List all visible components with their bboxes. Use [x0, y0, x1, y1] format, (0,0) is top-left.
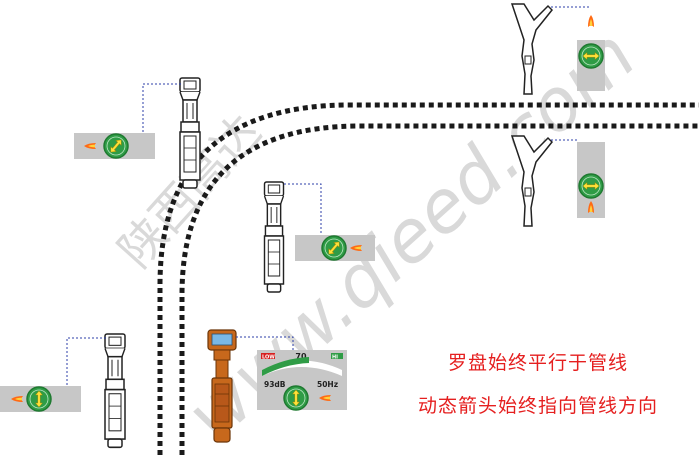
- locator-position-5: [511, 135, 605, 227]
- leader-line: [142, 83, 181, 133]
- locator-outline-icon: [104, 333, 126, 449]
- locator-active-icon: [207, 329, 237, 443]
- locator-screen-readout: LOW 70 HI 93dB 50Hz: [257, 350, 347, 411]
- compass-icon: [26, 386, 52, 412]
- signal-arc-fill: [262, 357, 309, 376]
- compass-icon: [283, 385, 309, 411]
- locator-position-3: [0, 333, 126, 449]
- readout-value: 70: [295, 352, 307, 361]
- leader-line: [284, 183, 322, 235]
- locator-outline-icon: [179, 77, 201, 189]
- frequency: 50Hz: [317, 380, 338, 389]
- pipeline-inner-line: [179, 123, 699, 455]
- compass-icon: [578, 43, 604, 69]
- leader-line: [66, 337, 106, 386]
- low-indicator: [261, 353, 275, 359]
- compass-icon: [321, 235, 347, 261]
- hi-indicator: [331, 353, 343, 359]
- locator-position-1: [74, 77, 201, 189]
- caption-line-1: 罗盘始终平行于管线: [447, 352, 628, 374]
- low-label: LOW: [262, 355, 275, 361]
- locator-position-active: LOW 70 HI 93dB 50Hz: [207, 329, 347, 443]
- leader-line: [236, 336, 294, 350]
- hi-label: HI: [332, 355, 338, 361]
- compass-icon: [578, 173, 604, 199]
- pipeline: [157, 102, 699, 455]
- pipeline-outer-line: [157, 102, 699, 455]
- signal-db: 93dB: [264, 380, 286, 389]
- locator-position-2: [263, 181, 375, 293]
- caption-line-2: 动态箭头始终指向管线方向: [417, 395, 658, 417]
- compass-icon: [103, 133, 129, 159]
- locator-position-4: [511, 3, 605, 95]
- locator-outline-icon: [263, 181, 285, 293]
